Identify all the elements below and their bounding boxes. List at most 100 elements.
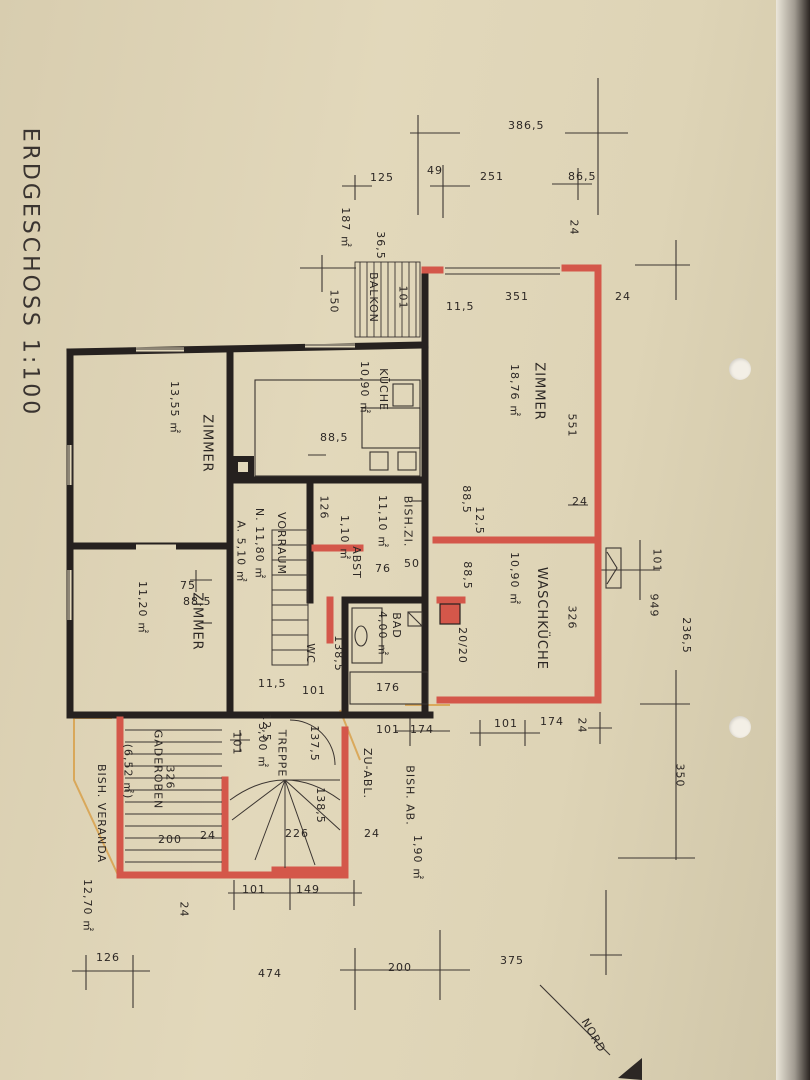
dim-label: 138,5 bbox=[331, 635, 345, 672]
chimney-kitchen bbox=[232, 456, 254, 478]
dim-label: 24 bbox=[575, 717, 589, 734]
room-zimmer-large-area: 18,76 ㎡ bbox=[508, 364, 521, 417]
dim-label: 150 bbox=[327, 289, 341, 314]
room-zimmer-left-area: 13,55 ㎡ bbox=[168, 381, 181, 434]
dim-label: 138,5 bbox=[313, 787, 327, 824]
dimension-lines bbox=[72, 78, 695, 1056]
window-openings bbox=[67, 343, 355, 620]
dim-label: 174 bbox=[540, 715, 564, 728]
stair-treads bbox=[229, 529, 341, 868]
dim-label: 200 bbox=[388, 961, 412, 974]
dim-label: 24 bbox=[200, 829, 216, 842]
dim-label: 88,5 bbox=[320, 431, 349, 444]
dim-label: 326 bbox=[163, 765, 177, 790]
room-waschkueche-name: WASCHKÜCHE bbox=[533, 567, 549, 670]
north-arrow-icon bbox=[618, 1058, 642, 1080]
room-zimmer-small-area: 11,20 ㎡ bbox=[136, 581, 149, 634]
dim-label: 351 bbox=[505, 290, 529, 303]
room-vorraum-name: VORRAUM bbox=[274, 512, 288, 575]
dim-label: 11,5 bbox=[446, 300, 475, 313]
dim-label: 101 bbox=[650, 548, 664, 573]
dim-label: 101 bbox=[494, 717, 518, 730]
dim-label: 12,5 bbox=[259, 713, 273, 742]
dim-label: 24 bbox=[364, 827, 380, 840]
dim-label: 86,5 bbox=[568, 170, 597, 183]
existing-walls bbox=[66, 266, 434, 719]
dim-label: 126 bbox=[317, 495, 331, 520]
room-zimmer-large-name: ZIMMER bbox=[531, 362, 547, 421]
dim-label: 101 bbox=[302, 684, 326, 697]
room-treppe-name: TREPPE bbox=[275, 729, 289, 778]
dim-label: 386,5 bbox=[508, 119, 545, 132]
dim-label: 12,5 bbox=[472, 506, 486, 535]
dim-label: 24 bbox=[615, 290, 631, 303]
room-bish-veranda-area: 12,70 ㎡ bbox=[81, 879, 94, 932]
chimney bbox=[439, 603, 461, 625]
dim-label: 187 ㎡ bbox=[338, 207, 352, 248]
dim-label: 949 bbox=[647, 593, 661, 618]
room-zimmer-left-name: ZIMMER bbox=[199, 414, 215, 473]
dim-label: 236,5 bbox=[679, 617, 693, 654]
room-bad-name: BAD bbox=[389, 612, 403, 639]
room-abst-name: ABST bbox=[349, 546, 363, 579]
dim-label: 137,5 bbox=[307, 725, 321, 762]
dim-label: 88,5 bbox=[460, 561, 474, 590]
dim-label: 101 bbox=[242, 883, 266, 896]
room-kueche-area: 10,90 ㎡ bbox=[358, 361, 371, 414]
dim-label: 24 bbox=[567, 219, 581, 236]
room-bad-area: 4,00 ㎡ bbox=[376, 611, 389, 656]
dim-label: 50 bbox=[404, 557, 420, 570]
room-gaderoben-name: GADEROBEN bbox=[151, 729, 165, 810]
room-zu-abl-name: ZU-ABL. bbox=[361, 747, 375, 800]
dim-label: 551 bbox=[565, 413, 579, 438]
dim-label: 176 bbox=[376, 681, 400, 694]
room-bish-ab-name: BISH. AB. bbox=[403, 765, 417, 826]
sheet-edge bbox=[776, 0, 810, 1080]
dim-label: 226 bbox=[285, 827, 309, 840]
dim-label: 149 bbox=[296, 883, 320, 896]
balcony-hatch bbox=[354, 261, 421, 338]
dim-label: 350 bbox=[673, 763, 687, 788]
room-wc-name: WC bbox=[303, 643, 317, 664]
dim-label: 88,5 bbox=[183, 595, 212, 608]
dim-label: 20/20 bbox=[455, 627, 469, 664]
dim-label: 200 bbox=[158, 833, 182, 846]
room-kueche-name: KÜCHE bbox=[376, 368, 390, 411]
room-abst-area: 1,10 ㎡ bbox=[338, 515, 351, 560]
room-bish-zi-area: 11,10 ㎡ bbox=[376, 495, 389, 548]
new-walls bbox=[116, 264, 602, 879]
dim-label: 11,5 bbox=[258, 677, 287, 690]
window-glazing bbox=[68, 267, 560, 620]
dim-label: 49 bbox=[427, 164, 443, 177]
room-gaderoben-area: (6,52 ㎡) bbox=[121, 743, 135, 800]
fixtures bbox=[254, 379, 622, 705]
dim-label: 174 bbox=[410, 723, 434, 736]
dim-label: 76 bbox=[375, 562, 391, 575]
dim-label: 24 bbox=[177, 901, 191, 918]
veranda-hatch bbox=[125, 729, 222, 863]
room-balkon-name: BALKON bbox=[366, 272, 380, 323]
room-vorraum-area-a: A. 5,10 ㎡ bbox=[234, 520, 248, 583]
dim-label: 75 bbox=[180, 579, 196, 592]
binder-hole-top bbox=[729, 358, 751, 380]
room-bish-veranda-name: BISH. VERANDA bbox=[95, 763, 109, 864]
room-waschkueche-area: 10,90 ㎡ bbox=[508, 552, 521, 605]
dim-label: 101 bbox=[396, 285, 410, 310]
dim-label: 88,5 bbox=[459, 485, 473, 514]
dim-label: 474 bbox=[258, 967, 282, 980]
dim-label: 24 bbox=[572, 495, 588, 508]
dim-label: 125 bbox=[370, 171, 394, 184]
dim-label: 126 bbox=[96, 951, 120, 964]
dim-label: 375 bbox=[500, 954, 524, 967]
binder-hole-bottom bbox=[729, 716, 751, 738]
dim-label: 101 bbox=[230, 731, 244, 756]
room-vorraum-area-n: N. 11,80 ㎡ bbox=[253, 507, 267, 580]
dim-label: 251 bbox=[480, 170, 504, 183]
room-bish-ab-area: 1,90 ㎡ bbox=[411, 835, 424, 880]
dim-label: 101 bbox=[376, 723, 400, 736]
dim-label: 36,5 bbox=[373, 231, 387, 260]
dim-label: 326 bbox=[565, 605, 579, 630]
room-bish-zi-name: BISH.ZI. bbox=[401, 495, 415, 548]
